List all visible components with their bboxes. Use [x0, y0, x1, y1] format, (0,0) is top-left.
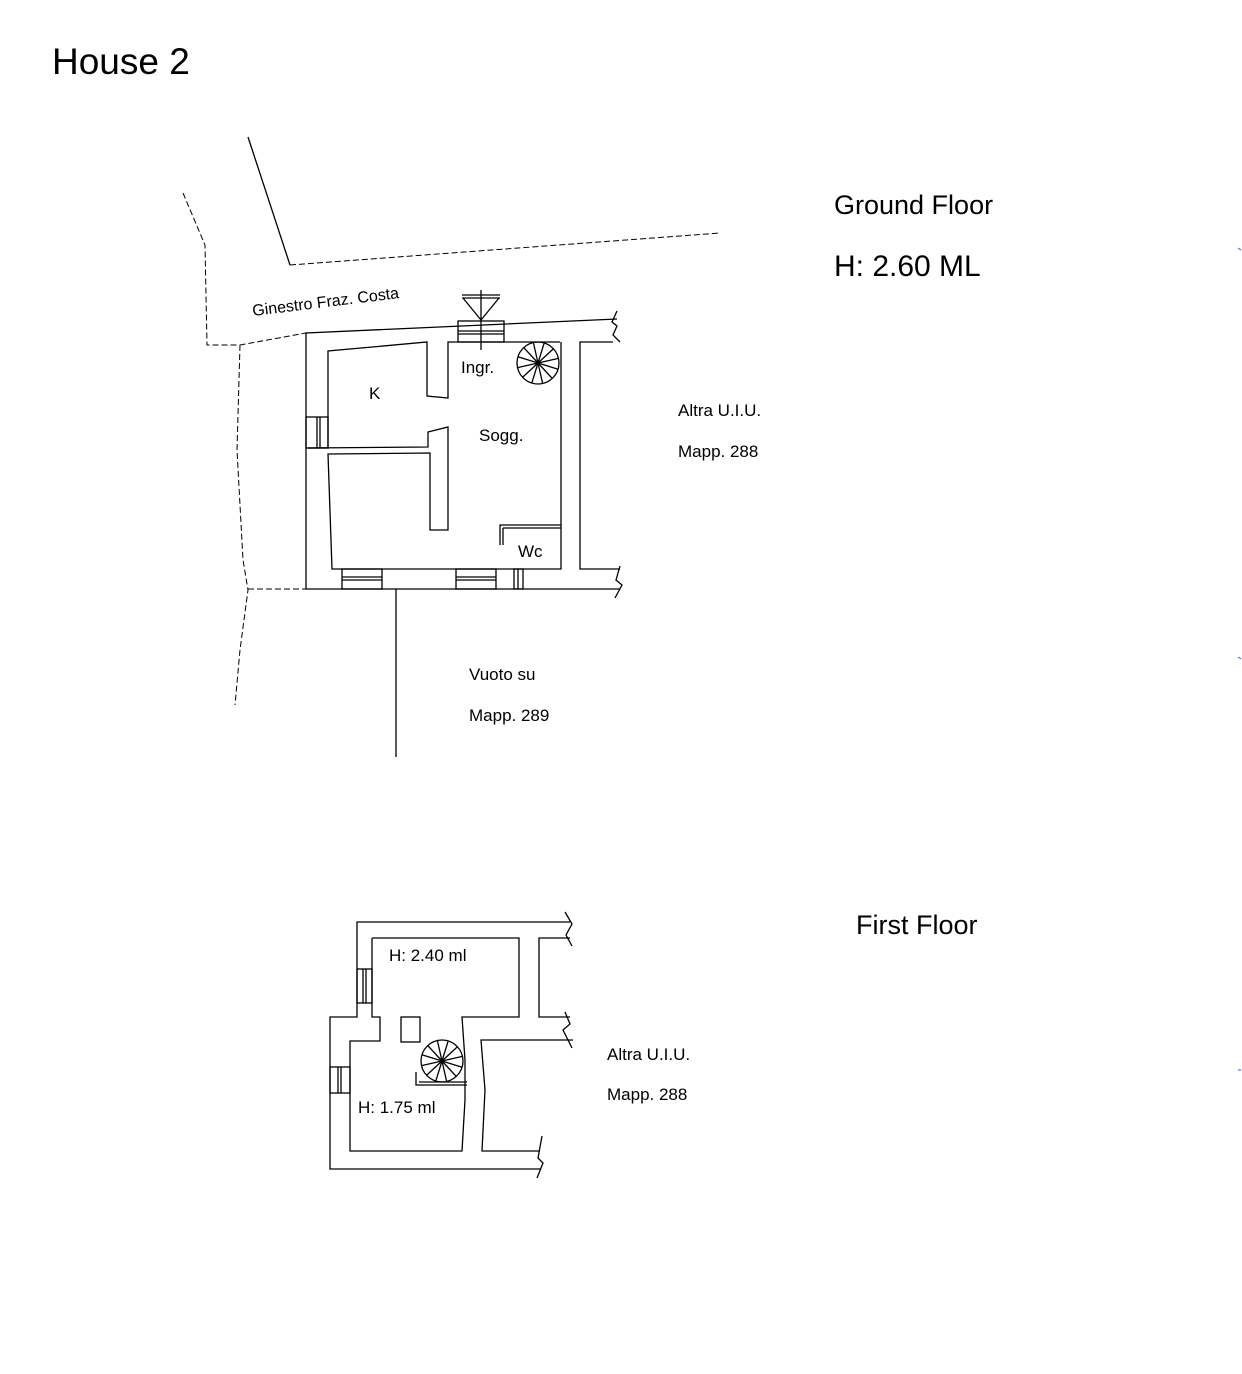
stair-step [532, 342, 539, 364]
edge-marks [1237, 247, 1242, 1071]
gf-neighbor-line1: Altra U.I.U. [678, 401, 761, 420]
spiral-stair-icon [420, 1039, 464, 1083]
street-label: Ginestro Fraz. Costa [251, 285, 400, 320]
room-height-upper: H: 2.40 ml [389, 946, 466, 965]
room-height-lower: H: 1.75 ml [358, 1098, 435, 1117]
stair-step [441, 1060, 448, 1082]
stair-step [531, 362, 539, 384]
stair-center [536, 361, 540, 365]
stair-step [441, 1060, 463, 1068]
ground-floor-plan [305, 290, 623, 599]
first-floor-plan [329, 911, 573, 1179]
stair-step [436, 1040, 443, 1062]
stair-step [421, 1054, 443, 1062]
void-line1: Vuoto su [469, 665, 535, 684]
stair-step [537, 362, 544, 384]
stair-step [537, 348, 554, 364]
entrance-arrow-icon [462, 290, 500, 350]
stair-step [421, 1060, 443, 1067]
ground-floor-site-lines [182, 136, 721, 757]
stair-step [426, 1060, 443, 1076]
stair-step [441, 1055, 463, 1062]
spiral-stair-icon [516, 341, 560, 385]
ff-neighbor-line2: Mapp. 288 [607, 1085, 687, 1104]
stair-step [537, 362, 559, 370]
ground-floor-height: H: 2.60 ML [834, 250, 981, 283]
gf-neighbor-line2: Mapp. 288 [678, 442, 758, 461]
stair-step [537, 357, 559, 364]
ground-floor-label: Ground Floor [834, 190, 993, 220]
void-line2: Mapp. 289 [469, 706, 549, 725]
stair-step [441, 1046, 458, 1062]
room-label-kitchen: K [369, 384, 381, 403]
stair-step [435, 1060, 443, 1082]
stair-step [441, 1060, 457, 1077]
room-label-entrance: Ingr. [461, 358, 494, 377]
stair-step [427, 1045, 443, 1062]
page-title: House 2 [52, 41, 190, 82]
stair-step [537, 342, 545, 364]
ff-neighbor-line1: Altra U.I.U. [607, 1045, 690, 1064]
stair-step [517, 356, 539, 364]
stair-step [522, 362, 539, 378]
room-label-wc: Wc [518, 542, 543, 561]
stair-center [440, 1059, 444, 1063]
first-floor-label: First Floor [856, 910, 978, 940]
stair-step [517, 362, 539, 369]
stair-step [523, 347, 539, 364]
stair-step [441, 1040, 449, 1062]
stair-step [537, 362, 553, 379]
room-label-living: Sogg. [479, 426, 523, 445]
